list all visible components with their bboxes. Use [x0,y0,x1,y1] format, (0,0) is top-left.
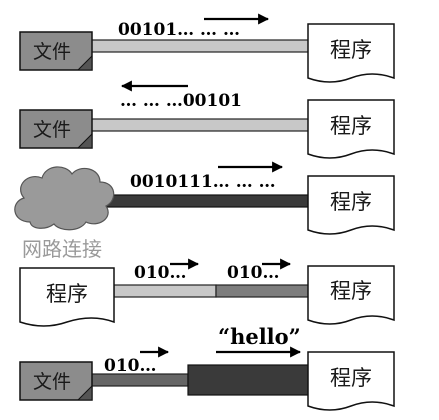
target-label: 程序 [330,114,372,138]
target-label: 程序 [330,190,372,214]
source-label: 文件 [33,371,71,393]
source-label: 文件 [33,41,71,63]
stream-label: 0010111… … … [130,172,276,192]
pipe [99,194,311,208]
pipe-segment-medium [215,284,311,298]
file-icon: 文件 [19,31,93,71]
stream-label: 00101… … … [118,20,240,40]
pipe [87,39,311,53]
network-cloud-icon [14,166,115,231]
stream-label-2: 010… [227,263,280,283]
target-label: 程序 [330,279,372,303]
stream-label: … … …00101 [120,91,242,111]
source-label: 程序 [46,282,88,306]
target-label: 程序 [330,38,372,62]
buffer-block [187,364,311,396]
source-label: 文件 [33,119,71,141]
stream-label-1: 010… [104,356,157,376]
network-label: 网路连接 [22,237,102,261]
row-4: 程序 程序 010… 010… [19,258,395,327]
target-label: 程序 [330,366,372,390]
program-doc-icon: 程序 [307,351,395,411]
program-doc-icon: 程序 [307,175,395,235]
stream-label-1: 010… [134,263,187,283]
pipe-segment-light [113,284,217,298]
program-doc-icon: 程序 [307,23,395,83]
pipe [87,118,311,132]
row-2: 文件 程序 … … …00101 [19,80,395,159]
file-icon: 文件 [19,361,93,401]
program-doc-icon-source: 程序 [19,267,115,327]
row-1: 文件 程序 00101… … … [19,13,395,83]
row-3: 网路连接 程序 0010111… … … [14,161,395,261]
row-5: 文件 程序 010… “hello” [19,324,395,411]
hello-label: “hello” [218,324,301,349]
file-icon: 文件 [19,109,93,149]
program-doc-icon: 程序 [307,265,395,325]
program-doc-icon: 程序 [307,99,395,159]
